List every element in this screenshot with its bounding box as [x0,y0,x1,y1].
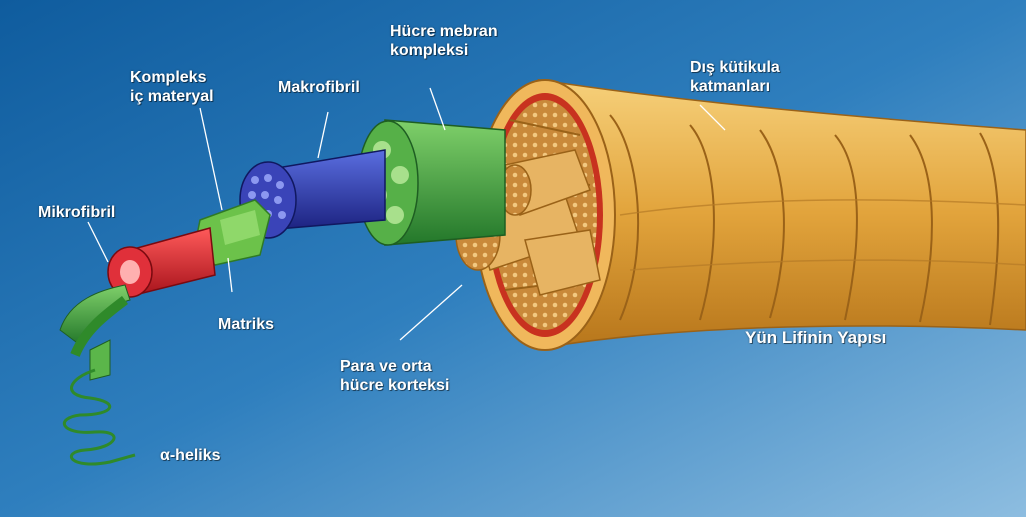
diagram-title: Yün Lifinin Yapısı [745,328,886,347]
label-line: kompleksi [390,41,498,60]
label-line: Kompleks [130,68,214,87]
label-line: Para ve orta [340,357,449,376]
label-dis-kutikula-katmanlari: Dış kütikula katmanları [690,58,780,96]
label-alfa-heliks: α-heliks [160,446,221,465]
label-mikrofibril: Mikrofibril [38,203,115,222]
label-makrofibril: Makrofibril [278,78,360,97]
label-line: Hücre mebran [390,22,498,41]
label-line: katmanları [690,77,780,96]
label-hucre-mebran-kompleksi: Hücre mebran kompleksi [390,22,498,60]
label-line: Dış kütikula [690,58,780,77]
label-line: hücre korteksi [340,376,449,395]
label-kompleks-ic-materyal: Kompleks iç materyal [130,68,214,106]
label-matriks: Matriks [218,315,274,334]
label-line: iç materyal [130,87,214,106]
label-para-ve-orta-hucre-korteksi: Para ve orta hücre korteksi [340,357,449,395]
